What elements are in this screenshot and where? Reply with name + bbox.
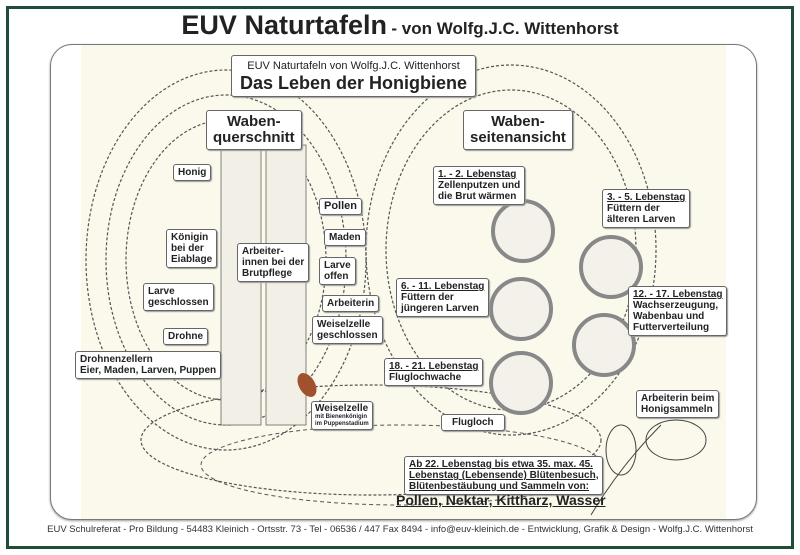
label-honig: Honig: [173, 164, 212, 181]
poster-title: EUV Naturtafeln - von Wolfg.J.C. Wittenh…: [0, 10, 800, 41]
t: bei der: [171, 243, 204, 254]
t: Drohnenzellern: [80, 354, 153, 365]
section-text: seitenansicht: [470, 129, 566, 146]
t: Arbeiter-: [242, 246, 284, 257]
t: geschlossen: [148, 297, 209, 308]
t: Wachserzeugung,: [633, 300, 719, 311]
t: Arbeiterin beim: [641, 393, 715, 404]
t: Eiablage: [171, 254, 213, 265]
t: Zellenputzen und: [438, 180, 521, 191]
label-maden: Maden: [324, 229, 366, 246]
t: mit Bienenkönigin: [315, 414, 368, 420]
t: jüngeren Larven: [401, 303, 479, 314]
section-text: Waben-: [491, 113, 545, 130]
t: Brutpflege: [242, 268, 292, 279]
t: geschlossen: [317, 330, 378, 341]
t: Larve: [324, 260, 351, 271]
t: im Puppenstadium: [315, 421, 369, 427]
section-text: Waben-: [227, 113, 281, 130]
t: 6. - 11. Lebenstag: [401, 281, 485, 292]
label-drohne: Drohne: [163, 328, 208, 345]
t: Ab 22. Lebenstag bis etwa 35. max. 45.: [409, 459, 593, 470]
t: Larve: [148, 286, 175, 297]
t: Fluglochwache: [389, 372, 462, 383]
section-text: querschnitt: [213, 129, 295, 146]
t: Füttern der: [607, 203, 660, 214]
title-main: EUV Naturtafeln: [181, 10, 387, 40]
label-flugloch: Flugloch: [441, 414, 505, 431]
section-waben-querschnitt: Waben-querschnitt: [206, 110, 302, 150]
title-sub: - von Wolfg.J.C. Wittenhorst: [391, 19, 619, 38]
t: Füttern der: [401, 292, 454, 303]
poster-title-box: EUV Naturtafeln von Wolfg.J.C. Wittenhor…: [231, 55, 477, 97]
t: Blütenbestäubung und Sammeln von:: [409, 481, 590, 492]
t: älteren Larven: [607, 214, 676, 225]
footer-contact: EUV Schulreferat - Pro Bildung - 54483 K…: [47, 524, 753, 535]
label-arbeiterin: Arbeiterin: [322, 295, 380, 312]
box-title: Das Leben der Honigbiene: [240, 73, 468, 93]
t: 1. - 2. Lebenstag: [438, 169, 517, 180]
t: Lebenstag (Lebensende) Blütenbesuch,: [409, 470, 599, 481]
illustration-panel: EUV Naturtafeln von Wolfg.J.C. Wittenhor…: [50, 44, 757, 520]
label-pollen: Pollen: [319, 198, 363, 215]
t: Königin: [171, 232, 209, 243]
section-waben-seitenansicht: Waben-seitenansicht: [463, 110, 573, 150]
t: die Brut wärmen: [438, 191, 517, 202]
t: 12. - 17. Lebenstag: [633, 289, 723, 300]
t: 3. - 5. Lebenstag: [607, 192, 686, 203]
t: offen: [324, 271, 349, 282]
t: Wabenbau und: [633, 311, 705, 322]
t: 18. - 21. Lebenstag: [389, 361, 479, 372]
t: innen bei der: [242, 257, 305, 268]
label-sammelgut: Pollen, Nektar, Kittharz, Wasser: [396, 492, 606, 508]
t: Honigsammeln: [641, 404, 713, 415]
box-author: EUV Naturtafeln von Wolfg.J.C. Wittenhor…: [247, 60, 460, 72]
t: Futterverteilung: [633, 322, 710, 333]
t: Weiselzelle: [317, 319, 371, 330]
label-tag-22: Ab 22. Lebenstag bis etwa 35. max. 45.Le…: [404, 456, 604, 495]
stage-circles: [489, 199, 643, 415]
t: Eier, Maden, Larven, Puppen: [80, 365, 217, 376]
t: Weiselzelle: [315, 403, 369, 414]
